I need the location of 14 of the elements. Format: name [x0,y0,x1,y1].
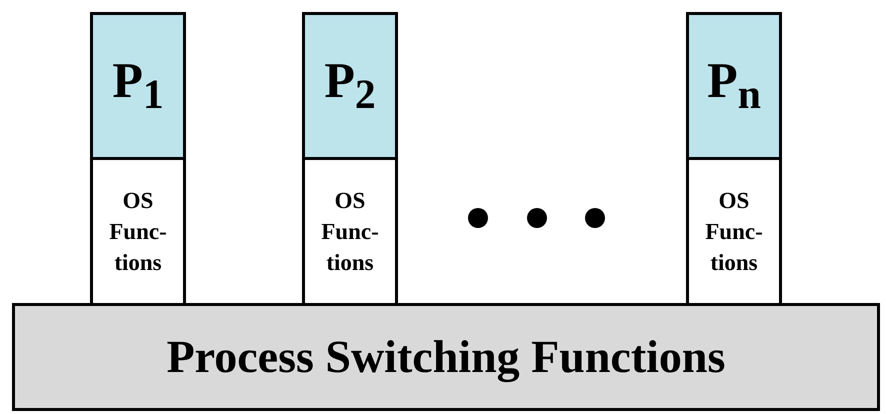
os-functions-box [90,157,186,306]
process-label: P$_{2}$ [324,53,376,119]
process-box [302,12,398,160]
process-box [686,12,782,160]
box-label: OS Func-tions [320,186,380,278]
os-functions-box [302,157,398,306]
process-switching-bar [12,303,880,411]
os-functions-box [686,157,782,306]
process-label: P$_{1}$ [112,53,164,119]
box-label: OS Func-tions [704,186,764,278]
box-label: OS Func-tions [108,186,168,278]
process-label: P$_{n}$ [707,53,761,119]
process-box [90,12,186,160]
bar-label: Process Switching Functions [166,332,726,382]
